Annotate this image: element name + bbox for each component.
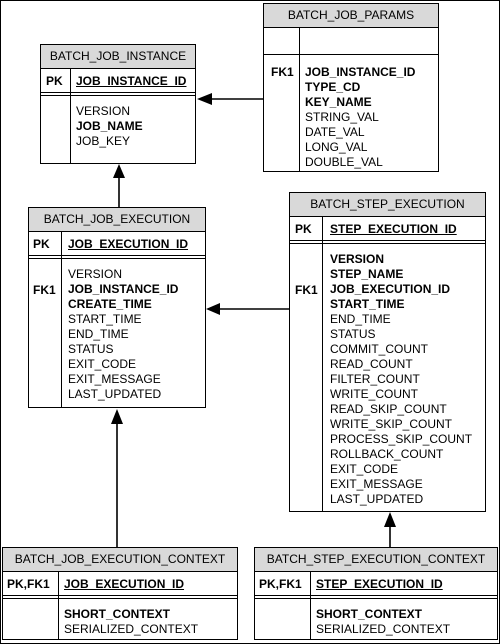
attribute-field: END_TIME bbox=[330, 312, 391, 326]
attribute-field: LAST_UPDATED bbox=[330, 492, 424, 506]
attribute-field: STEP_NAME bbox=[330, 267, 404, 281]
fk-label: FK1 bbox=[271, 65, 294, 79]
attribute-field: EXIT_CODE bbox=[330, 462, 399, 476]
key-column bbox=[29, 231, 62, 407]
pk-field-name: STEP_EXECUTION_ID bbox=[316, 577, 443, 591]
row-separator bbox=[264, 54, 438, 55]
pk-field-name: JOB_EXECUTION_ID bbox=[68, 237, 189, 251]
attribute-field: START_TIME bbox=[330, 297, 405, 311]
entity-batch-step-execution-context: BATCH_STEP_EXECUTION_CONTEXT PK,FK1 STEP… bbox=[254, 547, 498, 640]
arrowhead-step-to-execution bbox=[206, 303, 220, 315]
pk-label: PK bbox=[33, 237, 50, 251]
attribute-field: STATUS bbox=[330, 327, 376, 341]
row-separator bbox=[29, 255, 205, 259]
attribute-field: EXIT_MESSAGE bbox=[68, 372, 161, 386]
entity-batch-step-execution: BATCH_STEP_EXECUTION PK STEP_EXECUTION_I… bbox=[289, 192, 486, 512]
attribute-field: WRITE_COUNT bbox=[330, 387, 418, 401]
key-column bbox=[264, 27, 300, 171]
entity-title: BATCH_JOB_INSTANCE bbox=[41, 45, 195, 69]
attribute-field: FILTER_COUNT bbox=[330, 372, 420, 386]
arrowhead-jobctx-to-execution bbox=[111, 409, 123, 424]
attribute-field: EXIT_CODE bbox=[68, 357, 137, 371]
key-column bbox=[290, 216, 323, 511]
attribute-field: SERIALIZED_CONTEXT bbox=[316, 622, 451, 636]
attribute-field: JOB_NAME bbox=[76, 119, 143, 133]
attribute-field: VERSION bbox=[330, 252, 385, 266]
row-separator bbox=[3, 595, 237, 599]
entity-batch-job-execution-context: BATCH_JOB_EXECUTION_CONTEXT PK,FK1 JOB_E… bbox=[2, 547, 238, 640]
key-column bbox=[255, 571, 311, 639]
attribute-field: JOB_INSTANCE_ID bbox=[305, 65, 416, 79]
entity-title: BATCH_JOB_EXECUTION_CONTEXT bbox=[3, 548, 237, 572]
attribute-field: ROLLBACK_COUNT bbox=[330, 447, 444, 461]
pk-label: PK bbox=[295, 222, 312, 236]
attribute-field: DATE_VAL bbox=[305, 125, 365, 139]
fk-label: FK1 bbox=[33, 283, 56, 297]
attribute-field: SERIALIZED_CONTEXT bbox=[64, 622, 199, 636]
pk-field-name: STEP_EXECUTION_ID bbox=[330, 222, 457, 236]
attribute-field: LONG_VAL bbox=[305, 140, 368, 154]
entity-title: BATCH_JOB_PARAMS bbox=[264, 4, 438, 28]
fk-label: FK1 bbox=[295, 283, 318, 297]
attribute-field: SHORT_CONTEXT bbox=[64, 607, 171, 621]
row-separator bbox=[41, 92, 195, 96]
attribute-field: CREATE_TIME bbox=[68, 297, 152, 311]
arrowhead-params-to-instance bbox=[197, 93, 212, 105]
row-separator bbox=[290, 240, 485, 244]
attribute-field: PROCESS_SKIP_COUNT bbox=[330, 432, 473, 446]
attribute-field: LAST_UPDATED bbox=[68, 387, 162, 401]
entity-title: BATCH_STEP_EXECUTION bbox=[290, 193, 485, 217]
pk-field-name: JOB_EXECUTION_ID bbox=[64, 577, 185, 591]
entity-title: BATCH_JOB_EXECUTION bbox=[29, 208, 205, 232]
arrowhead-stepctx-to-step bbox=[384, 512, 396, 527]
arrowhead-execution-to-instance bbox=[113, 164, 125, 178]
attribute-field: JOB_INSTANCE_ID bbox=[68, 282, 179, 296]
attribute-field: JOB_EXECUTION_ID bbox=[330, 282, 451, 296]
attribute-field: VERSION bbox=[68, 267, 123, 281]
pk-label: PK,FK1 bbox=[259, 577, 302, 591]
attribute-field: STRING_VAL bbox=[305, 110, 379, 124]
key-column bbox=[41, 68, 71, 163]
attribute-field: JOB_KEY bbox=[76, 134, 131, 148]
attribute-field: WRITE_SKIP_COUNT bbox=[330, 417, 453, 431]
pk-label: PK,FK1 bbox=[7, 577, 50, 591]
attribute-field: TYPE_CD bbox=[305, 80, 361, 94]
attribute-field: READ_COUNT bbox=[330, 357, 413, 371]
attribute-field: STATUS bbox=[68, 342, 114, 356]
pk-field-name: JOB_INSTANCE_ID bbox=[76, 74, 187, 88]
attribute-field: COMMIT_COUNT bbox=[330, 342, 428, 356]
attribute-field: KEY_NAME bbox=[305, 95, 372, 109]
attribute-field: START_TIME bbox=[68, 312, 142, 326]
attribute-field: SHORT_CONTEXT bbox=[316, 607, 423, 621]
entity-batch-job-instance: BATCH_JOB_INSTANCE PK JOB_INSTANCE_ID VE… bbox=[40, 44, 196, 164]
attribute-field: END_TIME bbox=[68, 327, 129, 341]
key-column bbox=[3, 571, 59, 639]
row-separator bbox=[255, 595, 497, 599]
attribute-field: VERSION bbox=[76, 104, 131, 118]
pk-label: PK bbox=[46, 74, 63, 88]
attribute-field: DOUBLE_VAL bbox=[305, 155, 383, 169]
attribute-field: EXIT_MESSAGE bbox=[330, 477, 423, 491]
entity-batch-job-execution: BATCH_JOB_EXECUTION PK JOB_EXECUTION_ID … bbox=[28, 207, 206, 408]
entity-title: BATCH_STEP_EXECUTION_CONTEXT bbox=[255, 548, 497, 572]
attribute-field: READ_SKIP_COUNT bbox=[330, 402, 447, 416]
